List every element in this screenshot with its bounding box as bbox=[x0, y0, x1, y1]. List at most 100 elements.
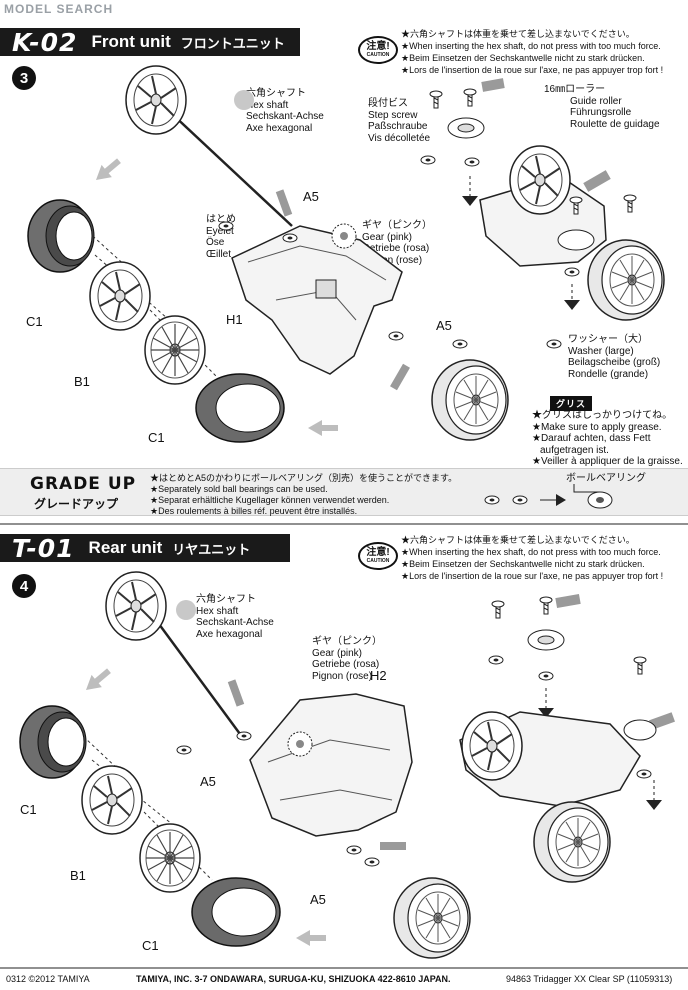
part-b1-rear: B1 bbox=[70, 868, 86, 883]
label-line: はとめ bbox=[206, 214, 236, 225]
rear-unit-header: T-01 Rear unit リヤユニット bbox=[0, 533, 290, 563]
rear-assembled-wheel bbox=[533, 801, 611, 883]
label-line: Beilagscheibe (groß) bbox=[568, 357, 661, 368]
label-line: Pignon (rose) bbox=[362, 254, 423, 266]
rear-section-code: T-01 bbox=[12, 533, 75, 563]
label-line: Axe hexagonal bbox=[196, 628, 263, 640]
label-line: Washer (large) bbox=[568, 345, 634, 357]
front-section-title-jp: フロントユニット bbox=[180, 35, 285, 51]
front-section-title: Front unit bbox=[91, 32, 171, 51]
watermark-text: MODEL SEARCH bbox=[4, 2, 114, 16]
front-caution-line: ★Lors de l'insertion de la roue sur l'ax… bbox=[401, 65, 664, 75]
rear-section-title: Rear unit bbox=[88, 538, 163, 557]
rear-caution-line: ★Lors de l'insertion de la roue sur l'ax… bbox=[401, 571, 664, 581]
label-line: 段付ビス bbox=[368, 98, 408, 109]
assembled-wheel-right bbox=[587, 239, 665, 321]
grade-note-line: ★はとめとA5のかわりにボールベアリング（別売）を使うことができます。 bbox=[150, 473, 458, 483]
front-rim-top bbox=[125, 65, 187, 135]
rear-chassis-h2 bbox=[249, 693, 413, 837]
front-washer-label: ワッシャー（大） Washer (large) Beilagscheibe (g… bbox=[568, 334, 660, 380]
label-line: Roulette de guidage bbox=[570, 118, 660, 130]
label-line: ギヤ（ピンク） bbox=[362, 220, 432, 231]
rear-caution-line: ★六角シャフトは体重を乗せて差し込まないでください。 bbox=[401, 535, 635, 545]
front-chassis-h1 bbox=[231, 225, 403, 375]
rear-assembled-rim bbox=[461, 711, 523, 781]
part-c1-front-left: C1 bbox=[26, 314, 43, 329]
footer-product: 94863 Tridagger XX Clear SP (11059313) bbox=[506, 974, 673, 984]
part-a5-rear-top: A5 bbox=[200, 774, 216, 789]
label-line: aufgetragen ist. bbox=[540, 444, 609, 456]
grade-up-title: GRADE UP bbox=[30, 474, 137, 494]
assembled-rim bbox=[509, 145, 571, 215]
front-caution-badge-jp: 注意! bbox=[366, 41, 390, 52]
front-section-code: K-02 bbox=[12, 27, 78, 57]
front-step-screw-label: 段付ビス Step screw Paßschraube Vis décollet… bbox=[368, 98, 430, 144]
label-line: Gear (pink) bbox=[362, 231, 413, 243]
front-guide-roller-label: 16㎜ローラー Guide roller Führungsrolle Roule… bbox=[544, 84, 660, 130]
front-hex-shaft bbox=[169, 111, 293, 227]
label-line: Sechskant-Achse bbox=[246, 111, 324, 122]
front-caution-line: ★六角シャフトは体重を乗せて差し込まないでください。 bbox=[401, 29, 635, 39]
front-rim-b1 bbox=[89, 261, 151, 331]
rear-caution-badge: 注意! CAUTION bbox=[358, 542, 398, 570]
part-h2: H2 bbox=[370, 668, 387, 683]
rear-rim-top bbox=[105, 571, 167, 641]
label-line: ★Make sure to apply grease. bbox=[532, 421, 662, 433]
rear-tire-c1 bbox=[19, 705, 87, 779]
front-right-arrow bbox=[308, 420, 338, 436]
front-caution-badge-en: CAUTION bbox=[366, 52, 390, 58]
rear-gear-label: ギヤ（ピンク） Gear (pink) Getriebe (rosa) Pign… bbox=[312, 636, 382, 682]
guide-roller-mounted bbox=[557, 229, 595, 251]
part-a5-front-bottom: A5 bbox=[436, 318, 452, 333]
rear-caution-badge-jp: 注意! bbox=[366, 547, 390, 558]
ball-bearing-label: ボールベアリング bbox=[566, 473, 646, 484]
grade-note-line: ★Des roulements à billes réf. peuvent êt… bbox=[150, 506, 358, 516]
step-number-3: 3 bbox=[12, 66, 36, 90]
rear-caution-text: ★六角シャフトは体重を乗せて差し込まないでください。 ★When inserti… bbox=[401, 534, 663, 582]
front-spoke-wheel bbox=[144, 315, 206, 385]
grade-up-notes: ★はとめとA5のかわりにボールベアリング（別売）を使うことができます。 ★Sep… bbox=[150, 473, 457, 517]
label-line: Paßschraube bbox=[368, 121, 428, 132]
label-line: Axe hexagonal bbox=[246, 122, 313, 134]
part-c1-rear-bottom: C1 bbox=[142, 938, 159, 953]
label-line: Guide roller bbox=[570, 95, 622, 107]
label-line: ギヤ（ピンク） bbox=[312, 636, 382, 647]
front-gear-label: ギヤ（ピンク） Gear (pink) Getriebe (rosa) Pign… bbox=[362, 220, 432, 266]
rear-section-title-jp: リヤユニット bbox=[172, 541, 251, 557]
label-line: Hex shaft bbox=[246, 99, 289, 111]
front-wheel-assembled bbox=[431, 359, 509, 441]
front-caution-badge: 注意! CAUTION bbox=[358, 36, 398, 64]
rear-caution-line: ★Beim Einsetzen der Sechskantwelle nicht… bbox=[401, 559, 645, 569]
rear-spoke-wheel bbox=[139, 823, 201, 893]
front-hex-shaft-label: 六角シャフト Hex shaft Sechskant-Achse Axe hex… bbox=[246, 88, 324, 134]
front-caution-line: ★When inserting the hex shaft, do not pr… bbox=[401, 41, 661, 51]
label-line: Gear (pink) bbox=[312, 647, 363, 659]
label-line: ワッシャー（大） bbox=[568, 334, 648, 345]
footer-copyright: 0312 ©2012 TAMIYA bbox=[6, 974, 90, 984]
rear-hex-shaft-label: 六角シャフト Hex shaft Sechskant-Achse Axe hex… bbox=[196, 594, 274, 640]
label-line: Hex shaft bbox=[196, 605, 239, 617]
label-line: Sechskant-Achse bbox=[196, 617, 274, 628]
label-line: 六角シャフト bbox=[246, 88, 306, 99]
rear-right-arrow bbox=[296, 930, 326, 946]
grade-up-title-jp: グレードアップ bbox=[34, 497, 119, 511]
rear-hex-shaft bbox=[154, 619, 242, 735]
front-caution-text: ★六角シャフトは体重を乗せて差し込まないでください。 ★When inserti… bbox=[401, 28, 663, 76]
label-line: ★Veiller à appliquer de la graisse. bbox=[532, 456, 683, 467]
front-unit-header: K-02 Front unit フロントユニット bbox=[0, 27, 300, 57]
label-line: Rondelle (grande) bbox=[568, 368, 649, 380]
part-h1: H1 bbox=[226, 312, 243, 327]
label-line: Pignon (rose) bbox=[312, 670, 373, 682]
part-a5-rear-bottom: A5 bbox=[310, 892, 326, 907]
front-shaft-highlight bbox=[234, 90, 254, 110]
label-line: Führungsrolle bbox=[570, 107, 632, 118]
part-c1-front-bottom: C1 bbox=[148, 430, 165, 445]
label-line: Getriebe (rosa) bbox=[362, 243, 430, 254]
footer-address: TAMIYA, INC. 3-7 ONDAWARA, SURUGA-KU, SH… bbox=[136, 974, 451, 984]
label-line: Step screw bbox=[368, 109, 418, 121]
grade-up-band: GRADE UP グレードアップ ★はとめとA5のかわりにボールベアリング（別売… bbox=[0, 468, 688, 516]
label-line: Œillet bbox=[206, 248, 232, 260]
grease-tag: グリス bbox=[550, 396, 593, 411]
rear-rim-b1 bbox=[81, 765, 143, 835]
